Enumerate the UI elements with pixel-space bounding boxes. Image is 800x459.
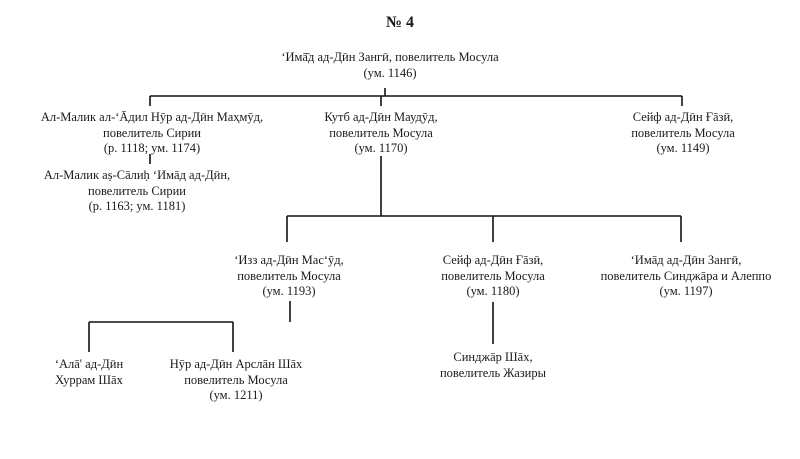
node-name: ʻАлā' ад-Дӣн: [54, 357, 124, 371]
node-title: повелитель Сирии: [103, 125, 201, 140]
node-izz-ad-din-masud: ʻИзз ад-Дӣн Масʻӯд, повелитель Мосула (у…: [234, 253, 344, 300]
node-name: ʻИмā̄д ад-Дӣн Зангӣ, повелитель Мосула: [281, 50, 499, 64]
node-name: ʻИзз ад-Дӣн Масʻӯд,: [234, 253, 344, 267]
node-name: Синджāр Шāх,: [453, 350, 533, 364]
node-imad-zangi-i: ʻИмā̄д ад-Дӣн Зангӣ, повелитель Мосула (…: [281, 50, 498, 81]
node-title: повелитель Мосула: [441, 268, 545, 283]
node-nur-ad-din-mahmud: Ал-Малик ал-ʻĀдил Нӯр ад-Дӣн Маҳмӯд, пов…: [41, 110, 263, 157]
node-name: Кутб ад-Дӣн Маудӯд,: [324, 110, 438, 124]
node-ala-ad-din-khurramshah: ʻАлā' ад-Дӣн Хуррам Шāх: [55, 357, 123, 388]
node-imad-ad-din-zangi-ii: ʻИмāд ад-Дӣн Зангӣ, повелитель Синджāра …: [601, 253, 772, 300]
diagram-title: № 4: [385, 14, 415, 31]
node-dates: (ум. 1193): [262, 284, 316, 298]
node-dates: (ум. 1211): [209, 388, 263, 402]
node-title: Хуррам Шāх: [55, 372, 123, 387]
node-dates: (р. 1163; ум. 1181): [88, 199, 186, 213]
node-title: повелитель Мосула: [184, 372, 288, 387]
node-dates: (ум. 1149): [656, 141, 710, 155]
node-name: Ал-Малик аṣ-Сāлиḥ ʻИмāд ад-Дӣн,: [43, 168, 231, 182]
node-dates: (ум. 1170): [354, 141, 408, 155]
node-title: повелитель Мосула: [631, 125, 735, 140]
node-title: повелитель Мосула: [237, 268, 341, 283]
node-title: повелитель Мосула: [329, 125, 433, 140]
node-name: ʻИмāд ад-Дӣн Зангӣ,: [630, 253, 742, 267]
node-dates: (ум. 1197): [659, 284, 713, 298]
node-sinjar-shah: Синджāр Шāх, повелитель Жазиры: [440, 350, 546, 381]
node-as-salih-ismail: Ал-Малик аṣ-Сāлиḥ ʻИмāд ад-Дӣн, повелите…: [44, 168, 230, 215]
node-dates: (ум. 1180): [466, 284, 520, 298]
node-name: Ал-Малик ал-ʻĀдил Нӯр ад-Дӣн Маҳмӯд,: [40, 110, 264, 124]
node-name: Нӯр ад-Дӣн Арслāн Шāх: [169, 357, 303, 371]
node-title: повелитель Сирии: [88, 183, 186, 198]
node-title: повелитель Жазиры: [439, 365, 547, 380]
node-dates: (р. 1118; ум. 1174): [103, 141, 201, 155]
node-name: Сейф ад-Дӣн Ғāзӣ,: [442, 253, 544, 267]
node-sayf-ad-din-ghazi-i: Сейф ад-Дӣн Ғāзӣ, повелитель Мосула (ум.…: [631, 110, 735, 157]
node-nur-ad-din-arslan-shah: Нӯр ад-Дӣн Арслāн Шāх повелитель Мосула …: [170, 357, 303, 404]
node-name: Сейф ад-Дӣн Ғāзӣ,: [632, 110, 734, 124]
node-title: повелитель Синджāра и Алеппо: [600, 268, 772, 283]
node-dates: (ум. 1146): [363, 65, 417, 80]
node-qutb-ad-din-mawdud: Кутб ад-Дӣн Маудӯд, повелитель Мосула (у…: [324, 110, 437, 157]
node-sayf-ad-din-ghazi-ii: Сейф ад-Дӣн Ғāзӣ, повелитель Мосула (ум.…: [441, 253, 545, 300]
